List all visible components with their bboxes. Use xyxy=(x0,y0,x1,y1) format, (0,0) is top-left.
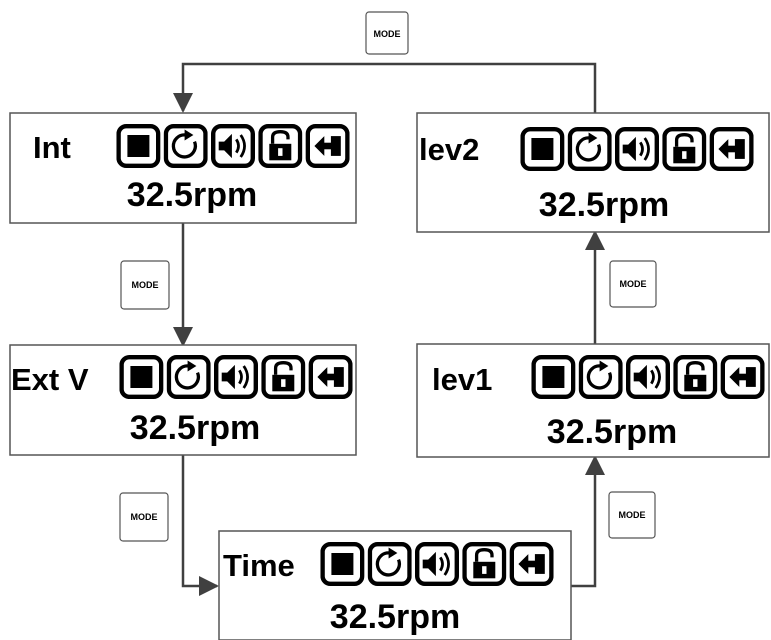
svg-text:MODE: MODE xyxy=(131,512,158,522)
svg-text:MODE: MODE xyxy=(374,29,401,39)
screen-lev1-reading: 32.5rpm xyxy=(547,413,677,451)
screen-lev2-reading: 32.5rpm xyxy=(539,186,669,224)
screen-int: Int 32.5rpm xyxy=(9,112,357,224)
screen-lev2-label: lev2 xyxy=(419,132,479,167)
mode-button-right-lower[interactable]: MODE xyxy=(608,491,656,539)
svg-text:MODE: MODE xyxy=(132,280,159,290)
connector-lev2-to-int xyxy=(173,62,597,113)
screen-time: Time 32.5rpm xyxy=(218,530,572,640)
mode-button-left-lower[interactable]: MODE xyxy=(119,492,169,542)
screen-lev1-label: lev1 xyxy=(432,362,492,397)
screen-extv: Ext V 32.5rpm xyxy=(9,344,357,456)
connector-time-to-lev1 xyxy=(571,455,605,588)
mode-button-right-upper[interactable]: MODE xyxy=(609,260,657,308)
screen-time-label: Time xyxy=(223,548,295,583)
svg-text:MODE: MODE xyxy=(619,510,646,520)
screen-time-reading: 32.5rpm xyxy=(330,598,460,636)
screen-int-label: Int xyxy=(33,130,71,165)
screen-extv-label: Ext V xyxy=(11,362,89,397)
svg-text:MODE: MODE xyxy=(620,279,647,289)
mode-button-top[interactable]: MODE xyxy=(365,11,409,55)
screen-extv-reading: 32.5rpm xyxy=(130,409,260,447)
screen-lev2: lev2 32.5rpm xyxy=(416,112,770,233)
screen-lev1: lev1 32.5rpm xyxy=(416,343,770,458)
mode-button-left-upper[interactable]: MODE xyxy=(120,260,170,310)
screen-int-reading: 32.5rpm xyxy=(127,176,257,214)
connector-extv-to-time xyxy=(181,455,219,596)
